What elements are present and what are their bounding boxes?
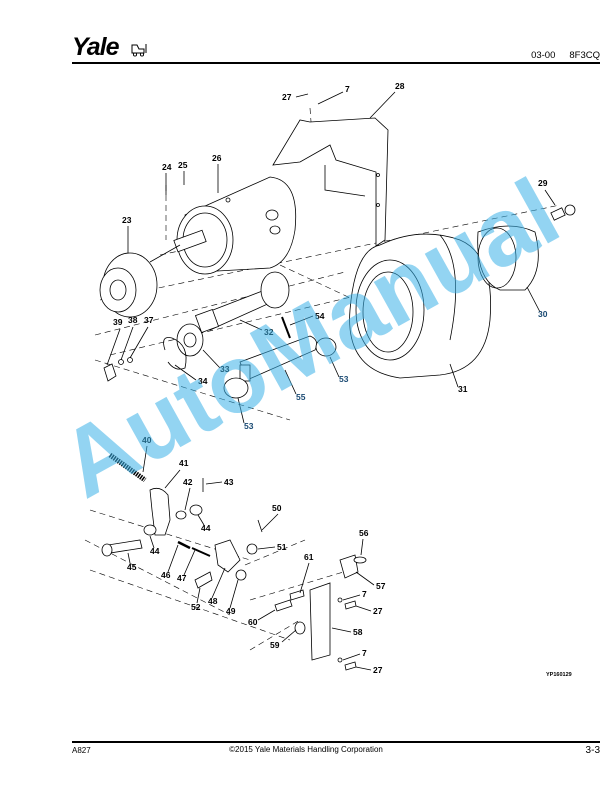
part-31-tire: [349, 233, 491, 379]
callout-59: 59: [270, 640, 280, 650]
part-29-bolt: [550, 204, 576, 221]
callout-28: 28: [395, 81, 405, 91]
callout-24: 24: [162, 162, 172, 172]
callout-42: 42: [183, 477, 193, 487]
callout-7-middle: 7: [362, 589, 367, 599]
callout-58: 58: [353, 627, 363, 637]
header-codes: 03-00 8F3CQ: [517, 50, 600, 61]
part-32-shaft: [194, 271, 290, 334]
part-30-sleeve: [477, 225, 539, 291]
parts-37-39-hardware: [103, 357, 133, 382]
callout-39: 39: [113, 317, 123, 327]
part-58-plate-assembly: [274, 554, 367, 671]
callout-55: 55: [296, 392, 306, 402]
part-28-bracket: [272, 117, 389, 247]
callout-46: 46: [161, 570, 171, 580]
callout-33: 33: [220, 364, 230, 374]
yale-logo: Yale: [72, 33, 120, 61]
header-rule: [72, 62, 600, 64]
forklift-logo-icon: [131, 44, 147, 57]
callout-38: 38: [128, 315, 138, 325]
callout-32: 32: [264, 327, 274, 337]
callout-60: 60: [248, 617, 258, 627]
model-code: 8F3CQ: [569, 50, 600, 61]
callout-31: 31: [458, 384, 468, 394]
callout-labels: 27 7 28 24 25 26 29 23 39 38 37 32 54 30…: [113, 81, 572, 678]
copyright: ©2015 Yale Materials Handling Corporatio…: [229, 745, 383, 754]
callout-37: 37: [144, 315, 154, 325]
callout-50: 50: [272, 503, 282, 513]
callout-27: 27: [282, 92, 292, 102]
callout-23: 23: [122, 215, 132, 225]
callout-29: 29: [538, 178, 548, 188]
callout-27-lower: 27: [373, 665, 383, 675]
callout-57: 57: [376, 581, 386, 591]
callout-56: 56: [359, 528, 369, 538]
callout-51: 51: [277, 542, 287, 552]
part-33-bearing: [176, 323, 204, 357]
callout-43: 43: [224, 477, 234, 487]
part-23-pulley: [99, 252, 158, 318]
callout-7: 7: [345, 84, 350, 94]
part-54-pin: [281, 316, 291, 339]
callout-40: 40: [142, 435, 152, 445]
leader-lines: [106, 91, 556, 671]
part-26-motor: [149, 176, 297, 275]
callout-25: 25: [178, 160, 188, 170]
section-code: 03-00: [531, 50, 556, 61]
callout-53-upper: 53: [339, 374, 349, 384]
callout-30: 30: [538, 309, 548, 319]
callout-53-lower: 53: [244, 421, 254, 431]
callout-27-middle: 27: [373, 606, 383, 616]
callout-44-lower: 44: [150, 546, 160, 556]
callout-47: 47: [177, 573, 187, 583]
doc-number: A827: [72, 746, 91, 755]
callout-48: 48: [208, 596, 218, 606]
part-41-lever: [149, 487, 171, 536]
part-55-tube: [239, 335, 318, 382]
part-53-bushings: [223, 337, 337, 399]
figure-id: YP160129: [546, 672, 572, 678]
assembly-centerlines: [84, 107, 561, 651]
callout-34: 34: [198, 376, 208, 386]
part-34-snap-ring: [163, 337, 187, 370]
callout-52: 52: [191, 602, 201, 612]
callout-41: 41: [179, 458, 189, 468]
callout-61: 61: [304, 552, 314, 562]
callout-26: 26: [212, 153, 222, 163]
callout-44-upper: 44: [201, 523, 211, 533]
callout-54: 54: [315, 311, 325, 321]
page-number: 3-3: [585, 745, 600, 756]
lever-hardware-parts: [101, 478, 263, 589]
footer-rule: [72, 741, 600, 743]
callout-7-lower: 7: [362, 648, 367, 658]
callout-49: 49: [226, 606, 236, 616]
part-40-spring: [108, 452, 147, 483]
callout-45: 45: [127, 562, 137, 572]
